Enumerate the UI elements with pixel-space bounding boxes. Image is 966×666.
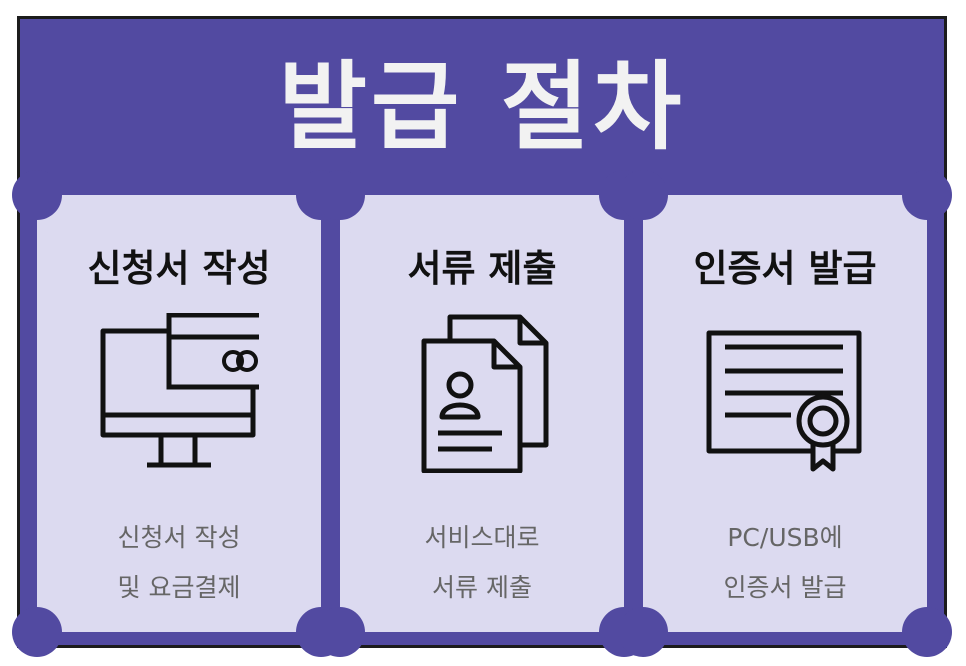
step-title: 서류 제출: [407, 247, 557, 290]
step-title: 인증서 발급: [693, 247, 877, 290]
step-description: 서비스대로 서류 제출: [424, 523, 540, 602]
monitor-card-icon: [100, 313, 259, 468]
step-title: 신청서 작성: [87, 247, 271, 290]
step-card-certificate: 인증서 발급 PC/USB에 인증서 발급: [618, 170, 952, 657]
step-card-documents: 서류 제출 서비스대로 서류 제출: [315, 170, 649, 657]
step-description: 신청서 작성 및 요금결제: [117, 523, 241, 602]
process-frame: 발급 절차 신청서 작성 신청서 작성 및 요금결제: [12, 16, 952, 657]
step-description: PC/USB에 인증서 발급: [723, 523, 847, 602]
certificate-icon: [706, 330, 862, 472]
documents-icon: [421, 314, 549, 473]
page-title: 발급 절차: [278, 51, 686, 163]
step-card-application: 신청서 작성 신청서 작성 및 요금결제: [12, 170, 346, 657]
